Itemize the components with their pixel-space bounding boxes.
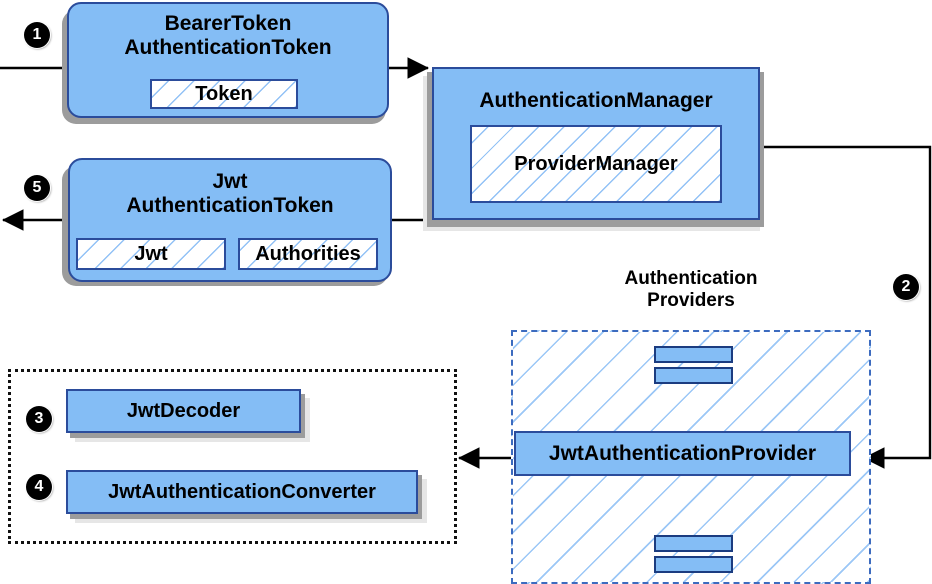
- authentication-providers-caption-line2: Providers: [647, 289, 735, 311]
- jwt-authentication-converter-label: JwtAuthenticationConverter: [108, 480, 376, 503]
- authentication-providers-caption-line1: Authentication: [624, 268, 758, 289]
- badge-step-1: 1: [24, 22, 50, 48]
- badge-step-5: 5: [24, 175, 50, 201]
- authentication-providers-caption: Authentication Providers: [566, 268, 816, 312]
- provider-bottom-bar-1: [654, 535, 733, 552]
- provider-manager-subbox[interactable]: ProviderManager: [470, 125, 722, 203]
- authentication-manager-label: AuthenticationManager: [479, 89, 713, 112]
- badge-step-4: 4: [26, 474, 52, 500]
- jwt-authentication-provider-label: JwtAuthenticationProvider: [548, 441, 817, 465]
- badge-step-2: 2: [893, 274, 919, 300]
- badge-step-3: 3: [26, 406, 52, 432]
- provider-bottom-bar-2: [654, 556, 733, 573]
- badge-step-4-label: 4: [34, 478, 44, 495]
- authorities-label: Authorities: [255, 242, 361, 265]
- token-label: Token: [195, 82, 253, 105]
- helpers-region: [8, 369, 457, 544]
- provider-top-bar-1: [654, 346, 733, 363]
- bearer-token-label-line1: BearerToken: [164, 12, 292, 35]
- jwt-authentication-token-label-line2: AuthenticationToken: [126, 193, 334, 217]
- badge-step-2-label: 2: [901, 278, 911, 295]
- jwt-subbox[interactable]: Jwt: [76, 238, 226, 270]
- badge-step-3-label: 3: [34, 410, 44, 427]
- token-subbox[interactable]: Token: [150, 79, 298, 109]
- badge-step-1-label: 1: [32, 26, 42, 43]
- jwt-label: Jwt: [134, 242, 168, 265]
- jwt-authentication-converter-node[interactable]: JwtAuthenticationConverter: [66, 470, 418, 514]
- badge-step-5-label: 5: [32, 179, 42, 196]
- provider-manager-label: ProviderManager: [514, 152, 678, 175]
- jwt-decoder-label: JwtDecoder: [126, 399, 241, 422]
- jwt-authentication-token-label-line1: Jwt: [212, 170, 248, 193]
- bearer-token-label-line2: AuthenticationToken: [124, 35, 332, 59]
- authorities-subbox[interactable]: Authorities: [238, 238, 378, 270]
- jwt-authentication-provider-node[interactable]: JwtAuthenticationProvider: [514, 431, 851, 476]
- provider-top-bar-2: [654, 367, 733, 384]
- jwt-decoder-node[interactable]: JwtDecoder: [66, 389, 301, 433]
